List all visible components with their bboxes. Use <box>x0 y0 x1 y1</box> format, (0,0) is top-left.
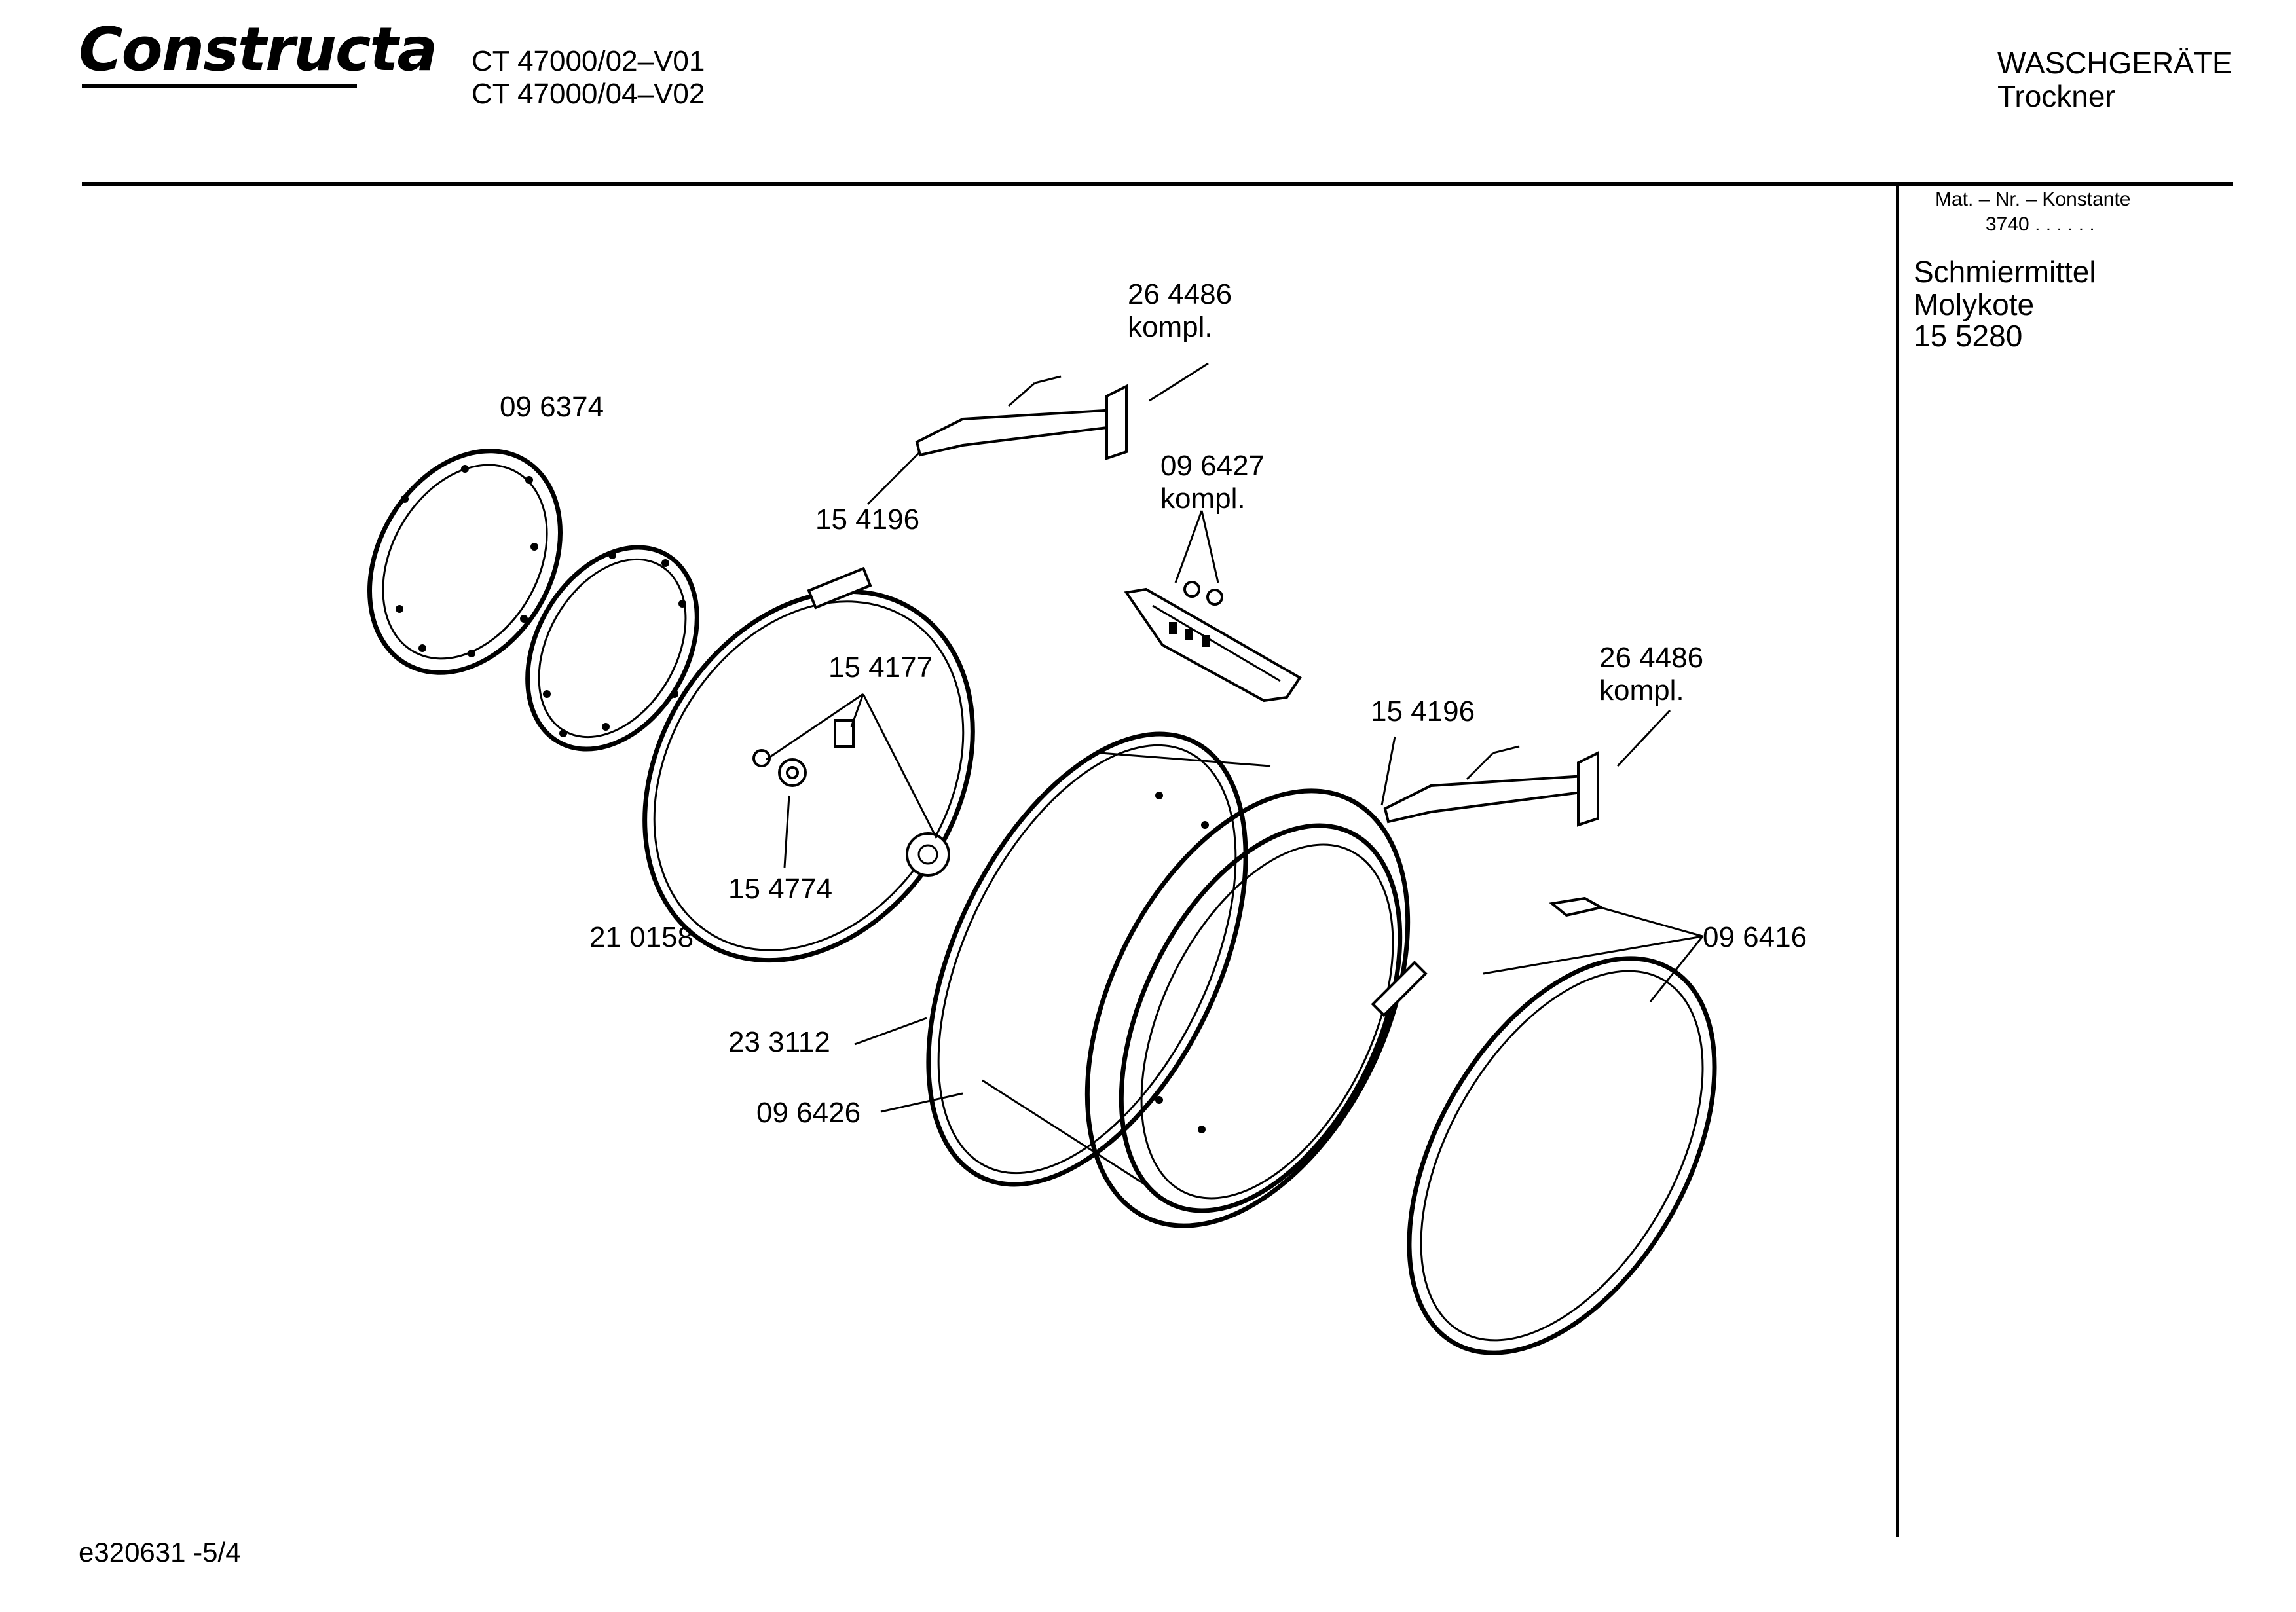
label-233112: 23 3112 <box>728 1026 830 1058</box>
drum-lifter-rib <box>1124 581 1302 703</box>
label-154177: 15 4177 <box>828 651 933 684</box>
label-096416: 09 6416 <box>1703 921 1807 953</box>
upper-bearing-bracket <box>915 375 1128 460</box>
label-096427: 09 6427 <box>1160 450 1265 482</box>
label-210158: 21 0158 <box>589 921 694 953</box>
model-number-1: CT 47000/02–V01 <box>472 45 705 77</box>
material-value: 3740 . . . . . . <box>1986 213 2095 235</box>
brand-logo: Constructa <box>79 14 437 84</box>
lubricant-heading: Schmiermittel <box>1914 255 2096 289</box>
label-096374: 09 6374 <box>500 391 604 423</box>
label-kompl-1: kompl. <box>1128 311 1213 343</box>
label-264486-top: 26 4486 <box>1128 278 1232 310</box>
rear-drum-panel <box>642 566 975 963</box>
front-gasket-ring <box>367 449 563 675</box>
label-096426: 09 6426 <box>756 1097 861 1129</box>
material-heading: Mat. – Nr. – Konstante <box>1935 189 2131 210</box>
inner-gasket-ring <box>525 545 699 752</box>
logo-underline <box>82 84 357 88</box>
category-title: WASCHGERÄTE <box>1997 46 2232 80</box>
label-kompl-3: kompl. <box>1599 674 1684 706</box>
label-154196-top: 15 4196 <box>815 504 920 536</box>
dryer-drum <box>926 731 1411 1228</box>
leader-lines <box>766 362 1704 1113</box>
door-seal-ring <box>1371 896 1717 1355</box>
label-264486-right: 26 4486 <box>1599 642 1704 674</box>
lubricant-part-number: 15 5280 <box>1914 319 2023 353</box>
label-154196-right: 15 4196 <box>1371 695 1475 727</box>
side-panel-divider <box>1896 185 1899 1537</box>
header-divider <box>82 182 2233 186</box>
label-154774: 15 4774 <box>728 873 833 905</box>
subcategory-title: Trockner <box>1997 79 2115 113</box>
model-number-2: CT 47000/04–V02 <box>472 78 705 110</box>
side-bearing-bracket <box>1383 745 1599 827</box>
document-id: e320631 -5/4 <box>79 1537 241 1567</box>
lubricant-name: Molykote <box>1914 287 2035 321</box>
label-kompl-2: kompl. <box>1160 483 1246 515</box>
